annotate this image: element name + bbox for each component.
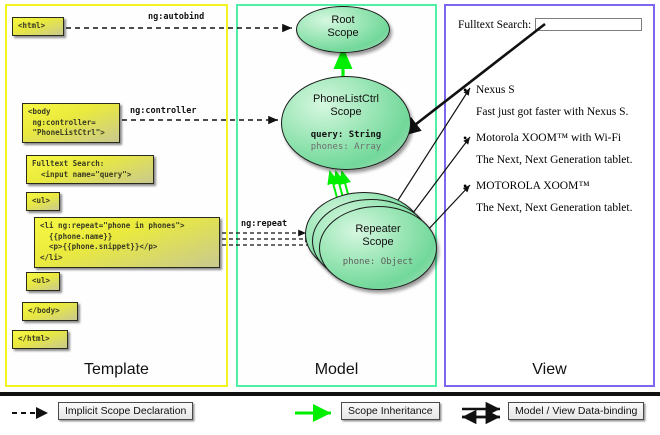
code-box-ul-close: <ul>	[26, 272, 60, 291]
phonelistctrl-scope-node: PhoneListCtrl Scope query: String phones…	[281, 76, 411, 170]
repeater-scope-label: Repeater Scope	[355, 223, 401, 248]
view-search-row: Fulltext Search:	[458, 18, 643, 31]
phone-name: MOTOROLA XOOM™	[463, 179, 656, 194]
green-arrow-icon	[295, 404, 331, 422]
phonelistctrl-scope-label: PhoneListCtrl Scope	[312, 93, 380, 118]
dashed-arrow-icon	[12, 407, 48, 419]
column-view: Fulltext Search: Nexus S Fast just got f…	[444, 4, 655, 387]
phone-name: Motorola XOOM™ with Wi-Fi	[463, 131, 656, 146]
legend: Implicit Scope Declaration Scope Inherit…	[0, 400, 660, 435]
legend-divider	[0, 392, 660, 396]
phonelistctrl-scope-vars: query: String phones: Array	[282, 129, 410, 153]
list-item: MOTOROLA XOOM™ The Next, Next Generation…	[463, 179, 656, 214]
phone-snippet: The Next, Next Generation tablet.	[476, 154, 633, 166]
code-box-ul-open: <ul>	[26, 192, 60, 211]
code-box-body-open: <body ng:controller= "PhoneListCtrl">	[22, 103, 120, 143]
code-box-html-close: </html>	[12, 330, 68, 349]
legend-label: Model / View Data-binding	[508, 402, 645, 420]
code-box-html-open: <html>	[12, 17, 64, 36]
code-box-body-close: </body>	[22, 302, 78, 321]
search-input[interactable]	[535, 18, 643, 31]
column-title-model: Model	[314, 361, 359, 378]
legend-label: Implicit Scope Declaration	[58, 402, 194, 420]
code-box-search: Fulltext Search: <input name="query">	[26, 155, 154, 185]
label-ng-repeat: ng:repeat	[241, 219, 288, 229]
code-box-li-repeat: <li ng:repeat="phone in phones"> {{phone…	[34, 217, 220, 268]
repeater-scope-node: Repeater Scope phone: Object	[319, 206, 437, 290]
repeater-scope-vars: phone: Object	[342, 257, 414, 267]
column-title-template: Template	[84, 361, 149, 378]
phone-name: Nexus S	[463, 83, 656, 98]
list-item: Nexus S Fast just got faster with Nexus …	[463, 83, 656, 118]
phone-snippet: Fast just got faster with Nexus S.	[476, 106, 629, 118]
scope-var-phones: phones: Array	[310, 142, 382, 152]
root-scope-label: Root Scope	[327, 14, 359, 39]
legend-label: Scope Inheritance	[341, 402, 440, 420]
column-title-view: View	[532, 361, 567, 378]
view-content: Fulltext Search: Nexus S Fast just got f…	[446, 6, 653, 385]
double-arrow-icon	[462, 402, 500, 424]
label-ng-autobind: ng:autobind	[148, 12, 205, 22]
fulltext-search-label: Fulltext Search:	[458, 18, 532, 31]
phone-snippet: The Next, Next Generation tablet.	[476, 202, 633, 214]
label-ng-controller: ng:controller	[130, 106, 197, 116]
scope-var-query: query: String	[310, 130, 382, 140]
root-scope-node: Root Scope	[296, 6, 390, 53]
list-item: Motorola XOOM™ with Wi-Fi The Next, Next…	[463, 131, 656, 166]
